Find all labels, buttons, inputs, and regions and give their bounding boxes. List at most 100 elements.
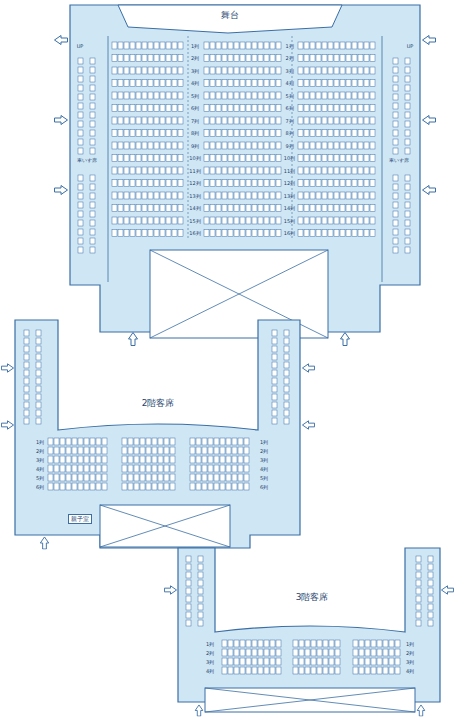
seat xyxy=(234,92,239,99)
seat xyxy=(228,142,233,149)
seat xyxy=(284,338,289,344)
seat xyxy=(358,130,363,137)
seat xyxy=(24,362,29,368)
floor-outline xyxy=(178,548,440,702)
seat xyxy=(222,92,227,99)
seat xyxy=(298,92,303,99)
seat xyxy=(383,640,388,647)
seat xyxy=(66,438,71,445)
seat xyxy=(346,155,351,162)
seat xyxy=(270,649,275,656)
seat xyxy=(154,130,159,137)
seat xyxy=(346,80,351,87)
seat xyxy=(276,42,281,49)
seat xyxy=(335,640,340,647)
seat xyxy=(148,155,153,162)
seat xyxy=(228,205,233,212)
seat xyxy=(140,438,145,445)
seat xyxy=(322,205,327,212)
seat xyxy=(428,596,433,602)
seat xyxy=(346,42,351,49)
seat xyxy=(24,346,29,352)
seat xyxy=(154,180,159,187)
seat xyxy=(78,438,83,445)
seat xyxy=(304,142,309,149)
seat xyxy=(134,474,139,481)
seat xyxy=(222,42,227,49)
seat xyxy=(222,142,227,149)
seat xyxy=(118,142,123,149)
seat xyxy=(238,456,243,463)
seat xyxy=(405,130,410,136)
seat xyxy=(276,80,281,87)
seat xyxy=(202,456,207,463)
seat xyxy=(328,55,333,62)
seat xyxy=(166,180,171,187)
seat xyxy=(370,155,375,162)
row-number: 12列 xyxy=(284,181,295,186)
seat xyxy=(122,438,127,445)
seat xyxy=(358,180,363,187)
seat xyxy=(160,230,165,237)
seat xyxy=(90,247,95,253)
seat xyxy=(304,92,309,99)
seat xyxy=(186,612,191,618)
seat xyxy=(364,155,369,162)
seat xyxy=(154,230,159,237)
seat xyxy=(240,217,245,224)
seat xyxy=(234,649,239,656)
seat xyxy=(228,80,233,87)
seat xyxy=(170,474,175,481)
seat xyxy=(158,465,163,472)
seat xyxy=(329,640,334,647)
row-number: 4列 xyxy=(191,81,199,86)
row-number: 4列 xyxy=(406,668,414,673)
seat xyxy=(389,667,394,674)
seat xyxy=(258,67,263,74)
seat xyxy=(112,92,117,99)
seat xyxy=(152,474,157,481)
seat xyxy=(389,649,394,656)
row-number: 8列 xyxy=(285,131,293,136)
seat xyxy=(210,167,215,174)
seat xyxy=(160,67,165,74)
seat xyxy=(358,192,363,199)
seat xyxy=(202,474,207,481)
seat xyxy=(334,92,339,99)
seat xyxy=(365,658,370,665)
seat xyxy=(340,105,345,112)
seat xyxy=(148,205,153,212)
seat xyxy=(178,117,183,124)
seat xyxy=(252,105,257,112)
seat xyxy=(310,167,315,174)
seat xyxy=(322,155,327,162)
seat xyxy=(186,596,191,602)
seat xyxy=(228,105,233,112)
seat xyxy=(160,180,165,187)
seat xyxy=(383,667,388,674)
seat xyxy=(298,155,303,162)
seat xyxy=(112,167,117,174)
seat xyxy=(48,456,53,463)
seat xyxy=(136,105,141,112)
seat xyxy=(258,105,263,112)
seat xyxy=(393,94,398,100)
seat xyxy=(216,192,221,199)
seat xyxy=(190,474,195,481)
seat xyxy=(118,42,123,49)
seat xyxy=(264,180,269,187)
seat xyxy=(160,42,165,49)
seat xyxy=(393,112,398,118)
seat xyxy=(346,130,351,137)
seat xyxy=(208,447,213,454)
seat xyxy=(190,483,195,490)
seat xyxy=(234,167,239,174)
seat xyxy=(202,447,207,454)
seat xyxy=(383,658,388,665)
seat xyxy=(48,483,53,490)
seat xyxy=(148,80,153,87)
seat xyxy=(142,67,147,74)
seat xyxy=(142,205,147,212)
seat xyxy=(258,80,263,87)
seat xyxy=(166,105,171,112)
